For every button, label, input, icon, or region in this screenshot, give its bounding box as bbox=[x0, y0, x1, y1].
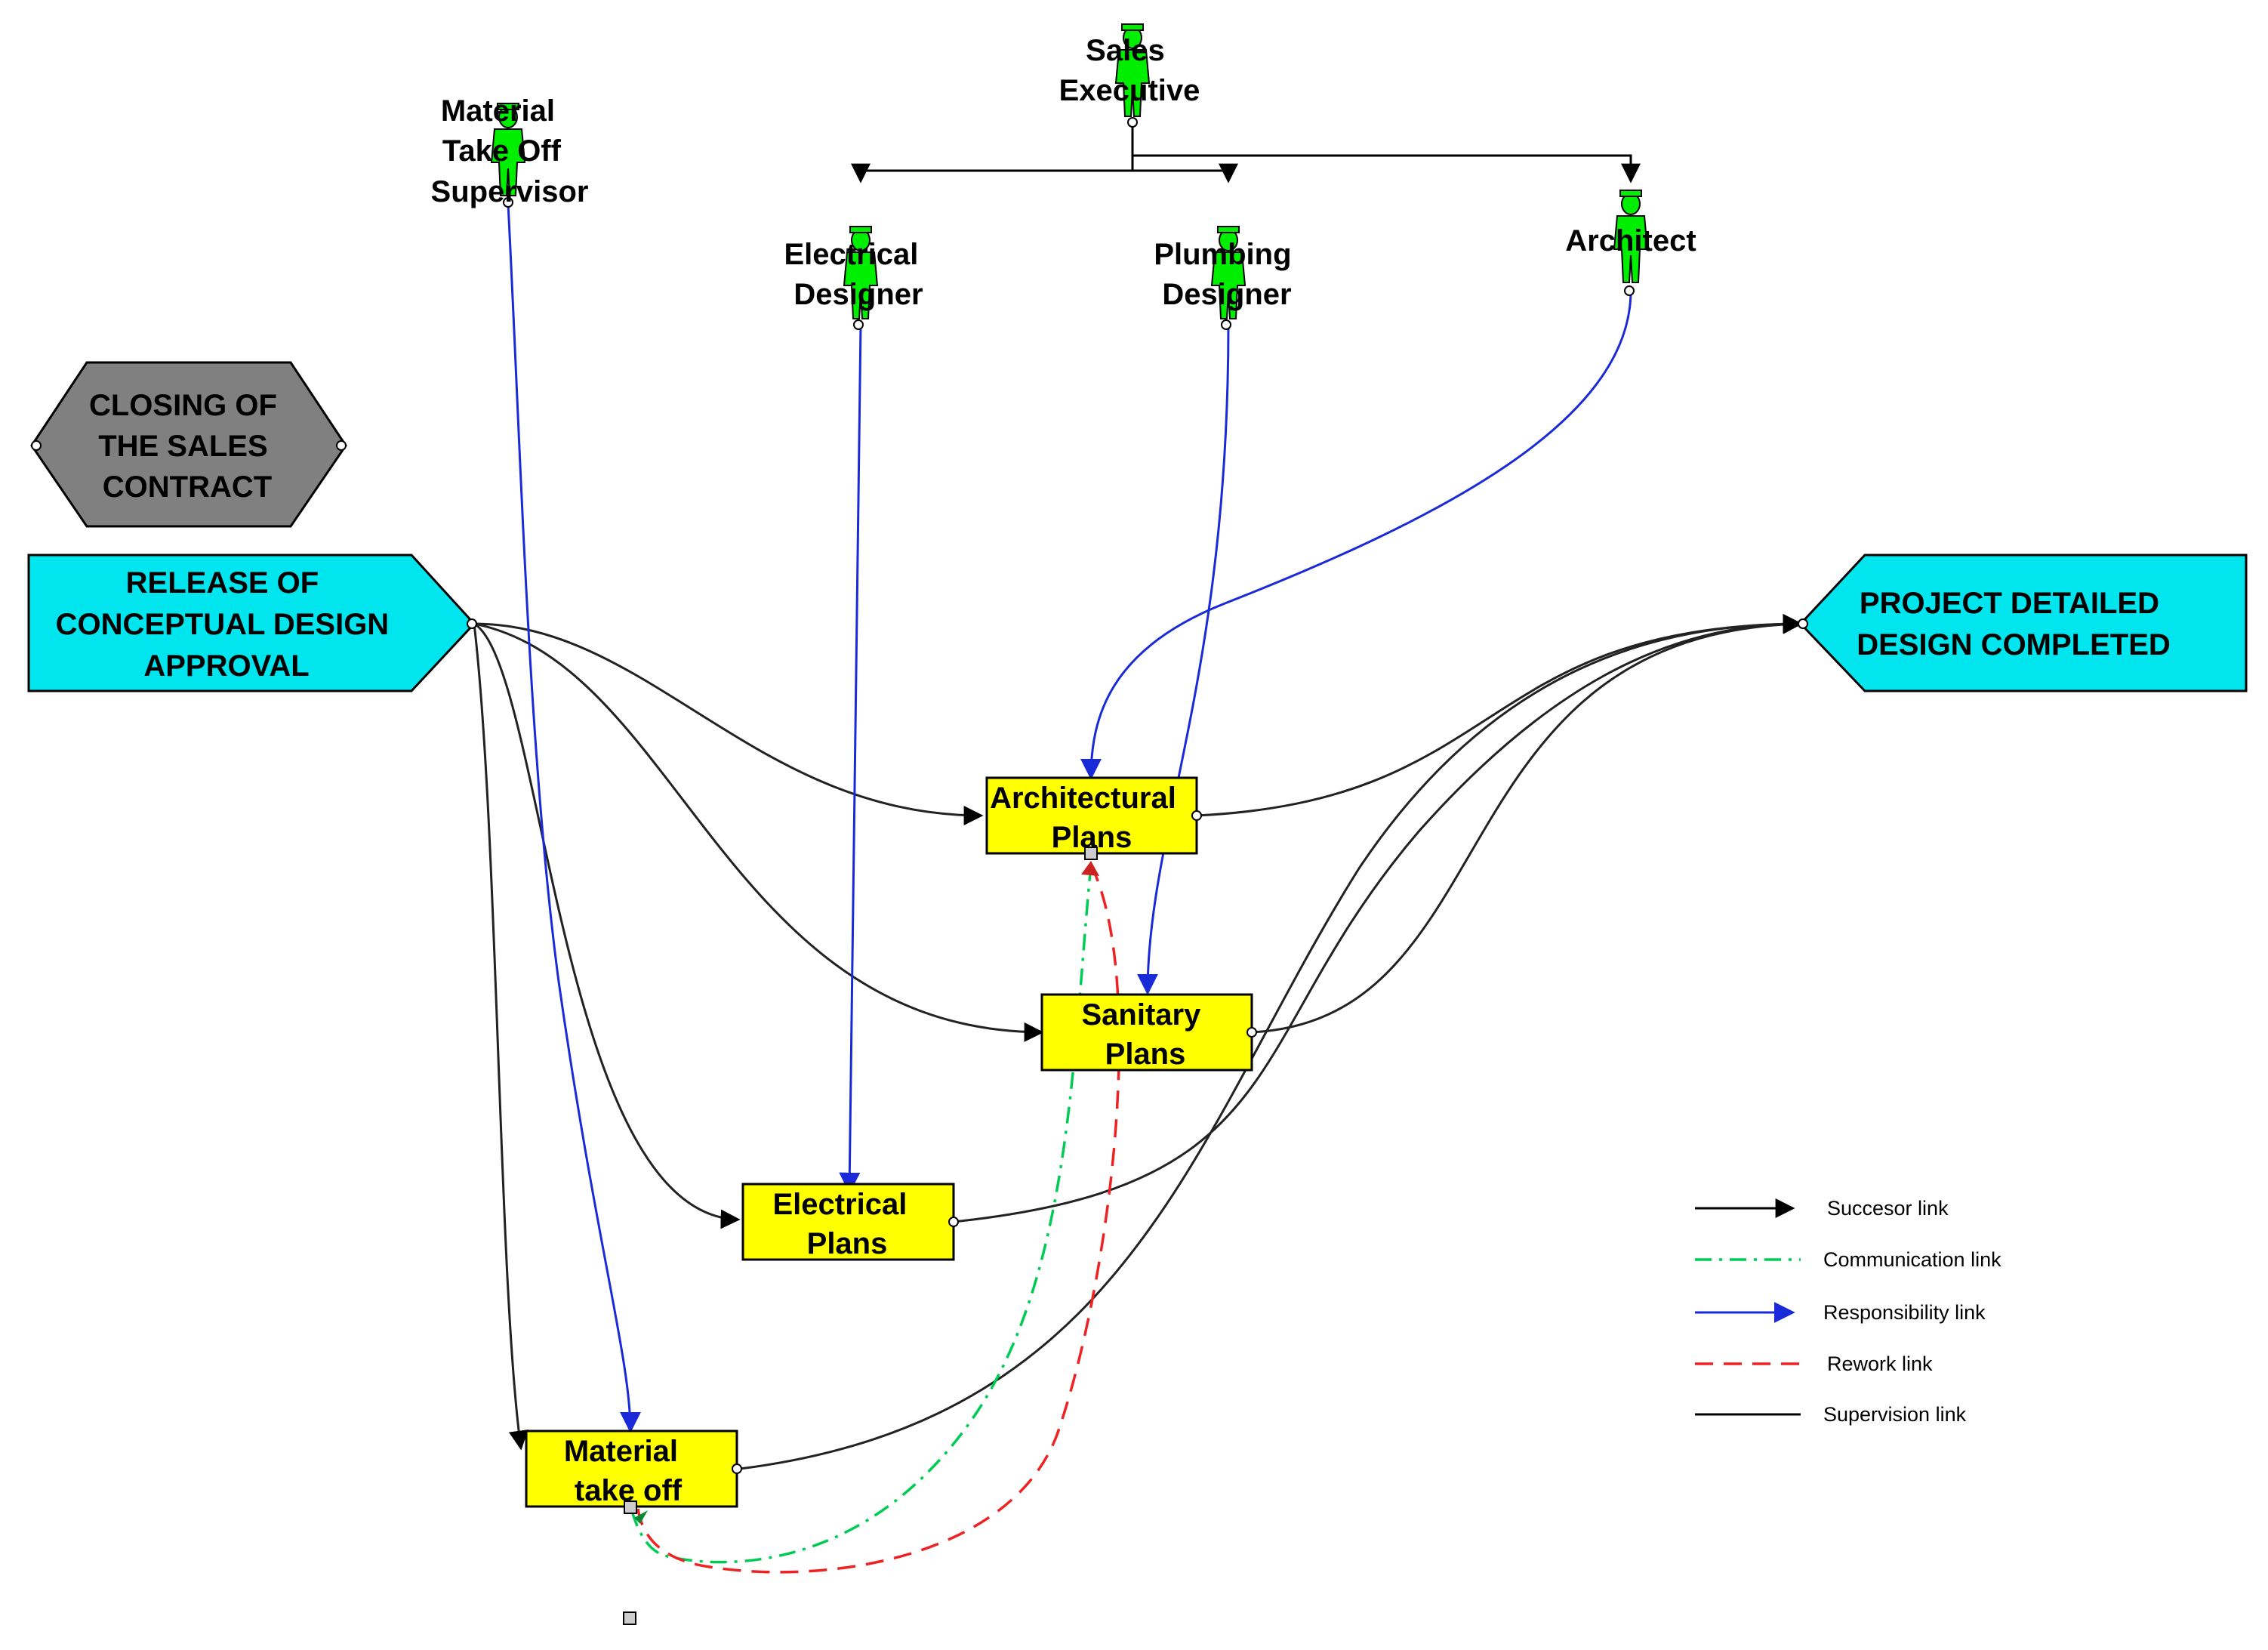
responsibility-link-plumbing-designer-to-sanitary[interactable] bbox=[1137, 324, 1230, 995]
legend: Succesor link Communication link Respons… bbox=[1695, 1197, 2001, 1426]
successor-link-release-to-electrical[interactable] bbox=[473, 622, 741, 1229]
actor-plumbing-designer[interactable]: Plumbing Designer bbox=[1154, 226, 1299, 330]
milestone-closing-line3: CONTRACT bbox=[103, 470, 272, 504]
milestone-release-line2: CONCEPTUAL DESIGN bbox=[56, 608, 390, 641]
svg-text:CLOSING OF THE SALES: CLOSING OF THE SALES CONTRACT bbox=[89, 389, 285, 504]
actor-architect-line1: Architect bbox=[1565, 224, 1696, 258]
milestone-release-line3: APPROVAL bbox=[143, 649, 309, 683]
svg-text:Architect: Architect bbox=[1565, 224, 1696, 258]
svg-text:Material Take Off: Material Take Off Supervisor bbox=[431, 94, 589, 208]
actor-sales-line2: Executive bbox=[1059, 74, 1200, 107]
responsibility-link-supervisor-to-material[interactable] bbox=[507, 203, 641, 1433]
responsibility-link-architect-to-architectural[interactable] bbox=[1080, 290, 1632, 780]
task-sanitary-line1: Sanitary bbox=[1082, 998, 1202, 1032]
legend-rework-label: Rework link bbox=[1827, 1352, 1933, 1375]
rework-link[interactable] bbox=[636, 864, 1121, 1574]
actor-plumbing-line2: Designer bbox=[1162, 278, 1291, 311]
supervision-link-sales-to-architect[interactable] bbox=[1131, 122, 1641, 184]
responsibility-link-electrical-designer-to-plans[interactable] bbox=[839, 324, 862, 1194]
legend-supervision-label: Supervision link bbox=[1823, 1403, 1967, 1426]
stray-handle[interactable] bbox=[623, 1611, 636, 1625]
task-architectural-line2: Plans bbox=[1052, 821, 1132, 854]
milestone-completed-line2: DESIGN COMPLETED bbox=[1857, 628, 2171, 662]
task-architectural-line1: Architectural bbox=[990, 782, 1176, 815]
supervision-link-sales-to-electrical[interactable] bbox=[851, 122, 1134, 184]
milestone-closing-line2: THE SALES bbox=[98, 430, 267, 463]
task-material-take-off[interactable]: Material take off bbox=[525, 1429, 742, 1514]
actor-electrical-line2: Designer bbox=[793, 278, 923, 311]
task-material-line1: Material bbox=[564, 1435, 678, 1468]
successor-link-sanitary-to-completed[interactable] bbox=[1251, 614, 1803, 1034]
communication-arrowhead bbox=[634, 1510, 648, 1524]
legend-responsibility-label: Responsibility link bbox=[1823, 1301, 1986, 1324]
task-sanitary-line2: Plans bbox=[1105, 1038, 1186, 1071]
successor-link-release-to-sanitary[interactable] bbox=[473, 622, 1044, 1042]
task-electrical-line1: Electrical bbox=[772, 1188, 907, 1221]
milestone-release[interactable]: RELEASE OF CONCEPTUAL DESIGN APPROVAL bbox=[27, 554, 477, 692]
milestone-closing[interactable]: CLOSING OF THE SALES CONTRACT bbox=[30, 361, 347, 528]
legend-item-successor: Succesor link bbox=[1695, 1197, 1949, 1220]
svg-text:Plumbing Designer: Plumbing Designer bbox=[1154, 238, 1299, 311]
milestone-release-line1: RELEASE OF bbox=[126, 566, 319, 600]
task-architectural-plans[interactable]: Architectural Plans bbox=[985, 776, 1202, 860]
successor-link-electrical-to-completed[interactable] bbox=[953, 614, 1803, 1223]
task-electrical-plans[interactable]: Electrical Plans bbox=[741, 1183, 959, 1261]
milestone-completed-line1: PROJECT DETAILED bbox=[1860, 587, 2159, 620]
svg-text:Sales Executive: Sales Executive bbox=[1059, 34, 1200, 107]
actor-supervisor-line3: Supervisor bbox=[431, 175, 589, 208]
links-layer bbox=[473, 122, 1803, 1574]
rework-arrowhead bbox=[1081, 861, 1099, 876]
svg-text:Material take off: Material take off bbox=[564, 1435, 686, 1507]
milestone-closing-line1: CLOSING OF bbox=[89, 389, 277, 422]
actor-supervisor-line1: Material bbox=[441, 94, 555, 128]
svg-text:RELEASE OF CONCEPTUAL DE: RELEASE OF CONCEPTUAL DESIGN APPROVAL bbox=[56, 566, 398, 683]
task-sanitary-plans[interactable]: Sanitary Plans bbox=[1040, 993, 1257, 1072]
actor-sales-executive[interactable]: Sales Executive bbox=[1059, 23, 1200, 128]
svg-text:Electrical Plans: Electrical Plans bbox=[772, 1188, 915, 1260]
svg-text:Electrical Designer: Electrical Designer bbox=[784, 238, 926, 311]
svg-text:Architectural Plans: Architectural Plans bbox=[990, 782, 1185, 854]
supervision-link-sales-to-plumbing[interactable] bbox=[1132, 163, 1238, 184]
actor-electrical-designer[interactable]: Electrical Designer bbox=[784, 226, 926, 330]
actor-plumbing-line1: Plumbing bbox=[1154, 238, 1291, 271]
milestone-completed[interactable]: PROJECT DETAILED DESIGN COMPLETED bbox=[1798, 554, 2248, 692]
actor-sales-line1: Sales bbox=[1086, 34, 1165, 67]
legend-item-communication: Communication link bbox=[1695, 1248, 2001, 1271]
communication-link[interactable] bbox=[629, 864, 1092, 1564]
svg-text:Sanitary Plans: Sanitary Plans bbox=[1082, 998, 1209, 1071]
svg-text:PROJECT DETAILED DESIGN: PROJECT DETAILED DESIGN COMPLETED bbox=[1857, 587, 2171, 662]
successor-link-release-to-material[interactable] bbox=[473, 623, 528, 1451]
actor-architect[interactable]: Architect bbox=[1565, 190, 1696, 296]
successor-link-architectural-to-completed[interactable] bbox=[1196, 614, 1803, 817]
legend-item-responsibility: Responsibility link bbox=[1695, 1301, 1986, 1324]
legend-communication-label: Communication link bbox=[1823, 1248, 2001, 1271]
legend-item-supervision: Supervision link bbox=[1695, 1403, 1967, 1426]
actor-material-take-off-supervisor[interactable]: Material Take Off Supervisor bbox=[431, 94, 589, 208]
actor-electrical-line1: Electrical bbox=[784, 238, 918, 271]
successor-link-material-to-completed[interactable] bbox=[739, 614, 1803, 1470]
legend-item-rework: Rework link bbox=[1695, 1352, 1933, 1375]
successor-link-release-to-architectural[interactable] bbox=[473, 622, 984, 825]
actor-supervisor-line2: Take Off bbox=[442, 134, 562, 168]
task-material-line2: take off bbox=[575, 1474, 683, 1507]
task-electrical-line2: Plans bbox=[807, 1227, 888, 1260]
legend-successor-label: Succesor link bbox=[1827, 1197, 1949, 1220]
